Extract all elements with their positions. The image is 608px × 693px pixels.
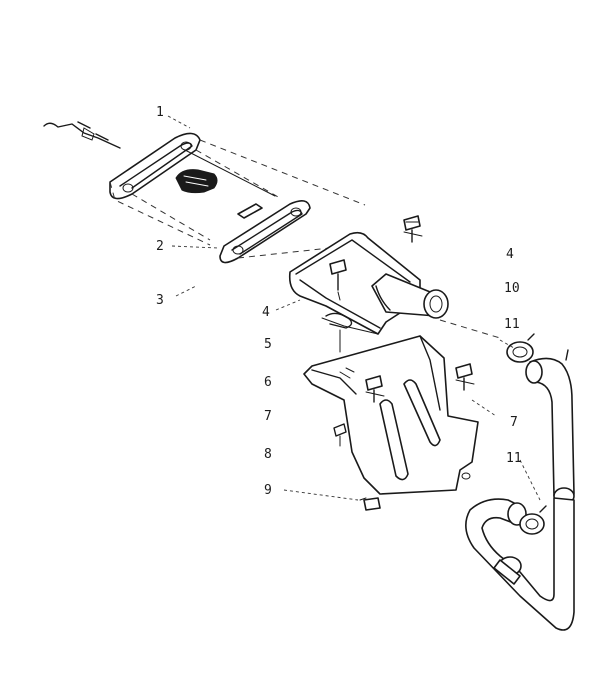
part-1-hinge-pin [43, 121, 121, 149]
callout-7-right: 7 [510, 415, 518, 430]
callout-8: 8 [264, 447, 272, 462]
part-7-screw-left [365, 375, 385, 403]
callout-5: 5 [264, 337, 272, 352]
part-7-screw-lower [333, 423, 347, 447]
callout-11-upper: 11 [504, 317, 520, 332]
part-9-nut [359, 497, 381, 511]
part-3-hinge-body [288, 231, 501, 339]
callout-4-left: 4 [262, 305, 270, 320]
callout-10: 10 [504, 281, 520, 296]
callout-2: 2 [156, 239, 164, 254]
part-4-screw-top [403, 215, 423, 243]
callout-6: 6 [264, 375, 272, 390]
part-11-hose-clamp-upper [506, 333, 535, 363]
part-8-mounting-bracket [303, 335, 479, 495]
part-5-clip [325, 312, 353, 353]
leader-lines [167, 115, 541, 501]
part-11-hose-clamp-lower [519, 505, 547, 535]
callout-3: 3 [156, 293, 164, 308]
part-4-screw-mid [329, 259, 347, 301]
callout-9: 9 [264, 483, 272, 498]
callout-4-right: 4 [506, 247, 514, 262]
logo-emblem [175, 169, 218, 194]
callout-11-lower: 11 [506, 451, 522, 466]
callout-1: 1 [156, 105, 164, 120]
part-10-hose [465, 349, 575, 631]
part-door-panel-outline [109, 139, 366, 246]
callout-7-left: 7 [264, 409, 272, 424]
part-7-screw-right [455, 363, 475, 391]
part-2-lower-link [219, 200, 331, 264]
